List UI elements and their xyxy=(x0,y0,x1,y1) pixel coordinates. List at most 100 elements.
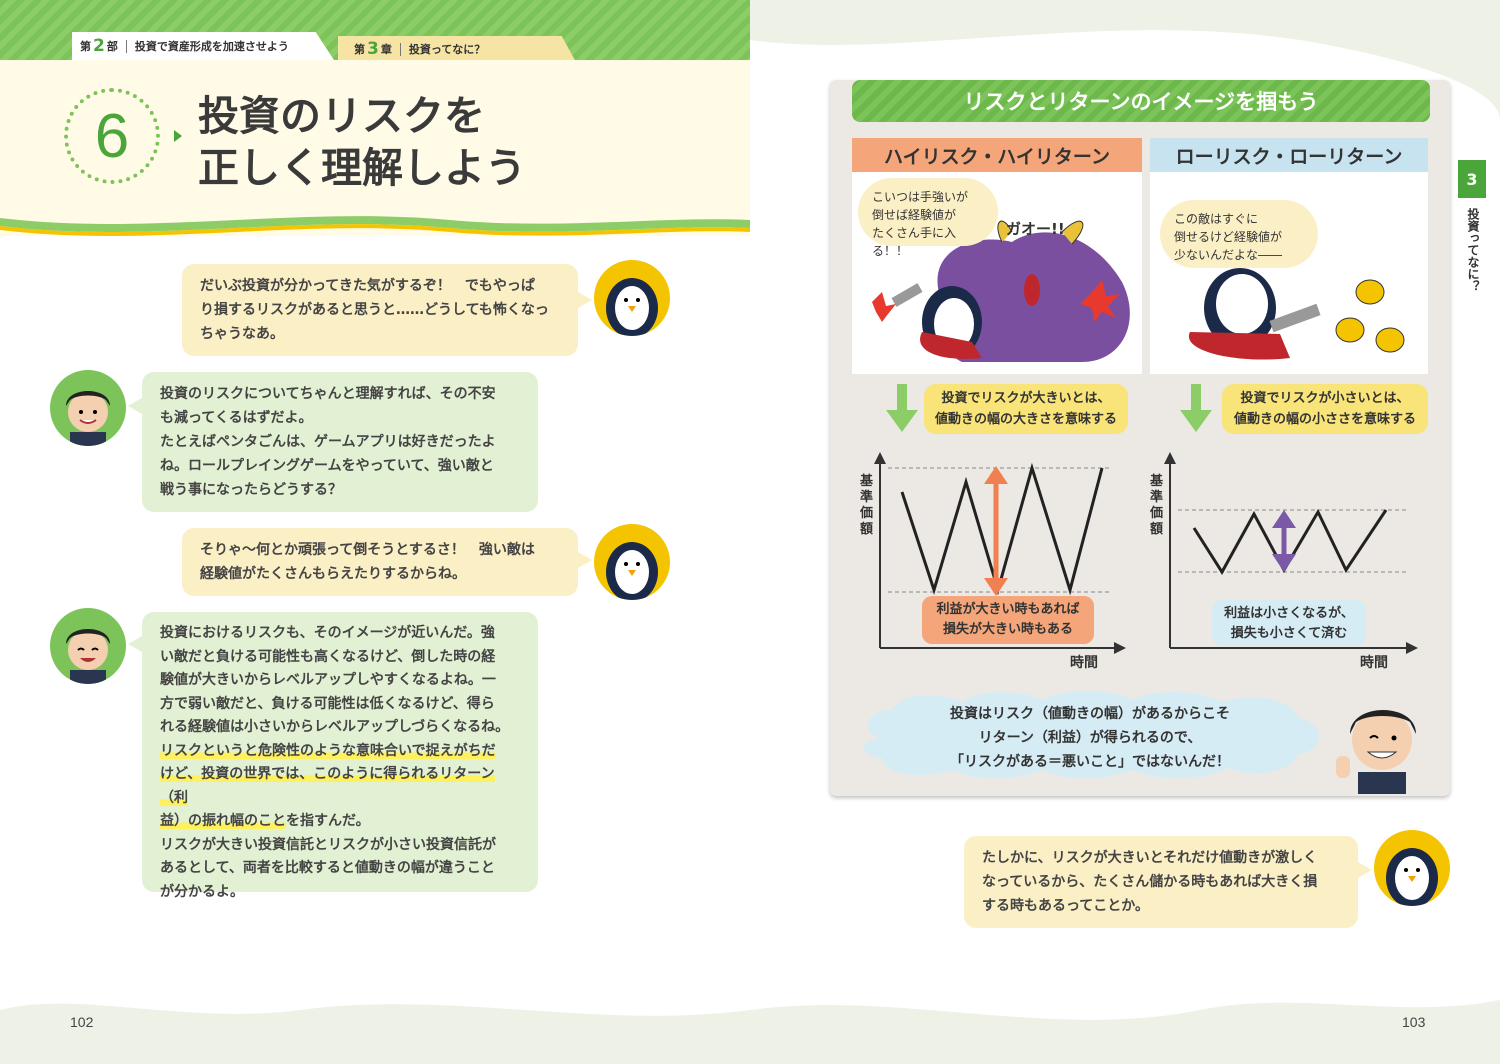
dialogue-line: そりゃ〜何とか頑張って倒そうとするさ！ 強い敵は xyxy=(200,542,535,558)
page-number-left: 102 xyxy=(70,1014,94,1030)
dialogue-line: なっているから、たくさん儲かる時もあれば大きく損 xyxy=(982,874,1318,890)
conclusion-line: 「リスクがある＝悪いこと」ではないんだ！ xyxy=(950,754,1230,770)
conclusion-line: リターン（利益）が得られるので、 xyxy=(978,730,1202,746)
dialogue-line: する時もあるってことか。 xyxy=(982,898,1150,914)
high-risk-chart xyxy=(874,452,1126,654)
speech-line: こいつは手強いが xyxy=(872,190,969,204)
chapter-side-tab: 3 xyxy=(1458,160,1486,198)
part-number: 2 xyxy=(93,36,105,56)
dialogue-bubble-1: だいぶ投資が分かってきた気がするぞ！ でもやっぱ り損するリスクがあると思うと…… xyxy=(182,264,578,356)
part-prefix: 第 xyxy=(80,40,91,53)
title-wave xyxy=(0,216,750,236)
bubble-tail xyxy=(1358,862,1372,878)
chapter-tab: 第 3 章 投資ってなに？ xyxy=(338,36,576,62)
bubble-tail xyxy=(128,636,142,652)
title-line-1: 投資のリスクを xyxy=(198,92,485,140)
chapter-number: 3 xyxy=(367,39,379,59)
bubble-tail xyxy=(578,552,592,568)
conclusion-cloud xyxy=(864,691,1319,779)
dialogue-line: れる経験値は小さいからレベルアップしづらくなるね。 xyxy=(160,719,510,735)
dialogue-line: だいぶ投資が分かってきた気がするぞ！ でもやっぱ xyxy=(200,278,535,294)
dialogue-line: が分かるよ。 xyxy=(160,883,244,900)
speech-line: 少ないんだよな―― xyxy=(1174,248,1283,262)
dialogue-bubble-2: 投資のリスクについてちゃんと理解すれば、その不安 も減ってくるはずだよ。 たとえ… xyxy=(142,372,538,512)
dialogue-line: ちゃうなあ。 xyxy=(200,326,284,342)
dialogue-bubble-5: たしかに、リスクが大きいとそれだけ値動きが激しく なっているから、たくさん儲かる… xyxy=(964,836,1358,928)
dialogue-line: 方で弱い敵だと、負ける可能性は低くなるけど、得ら xyxy=(160,695,495,712)
high-y-axis-label: 基準価額 xyxy=(860,474,874,537)
chapter-title: 投資ってなに？ xyxy=(408,43,486,56)
high-risk-heading: ハイリスク・ハイリターン xyxy=(852,138,1142,172)
penguin-knight-illustration xyxy=(1188,268,1405,360)
conclusion-line: 投資はリスク（値動きの幅）があるからこそ xyxy=(950,706,1230,722)
penguin-avatar xyxy=(594,524,670,600)
dialogue-bubble-4: 投資におけるリスクも、そのイメージが近いんだ。強 い敵だと負ける可能性も高くなる… xyxy=(142,612,538,900)
dialogue-text: を指すんだ。 xyxy=(286,813,370,829)
dialogue-bubble-3: そりゃ〜何とか頑張って倒そうとするさ！ 強い敵は 経験値がたくさんもらえたりする… xyxy=(182,528,578,596)
dialogue-line: あるとして、両者を比較すると値動きの幅が違うこと xyxy=(160,860,495,876)
dialogue-line: たとえばペンタごんは、ゲームアプリは好きだったよ xyxy=(160,434,496,450)
speech-line: 倒せば経験値が xyxy=(872,208,957,222)
dialogue-line: 戦う事になったらどうする？ xyxy=(160,482,342,498)
note-line: 値動きの幅の大きさを意味する xyxy=(934,412,1117,427)
penguin-avatar xyxy=(1374,830,1450,906)
page-number-right: 103 xyxy=(1402,1014,1426,1030)
chart-note-line: 損失も小さくて済む xyxy=(1230,626,1348,641)
monster-cry: ガオー!! xyxy=(1006,220,1065,238)
dialogue-line: り損するリスクがあると思うと……どうしても怖くなっ xyxy=(200,302,549,318)
dialogue-line: ね。ロールプレイングゲームをやっていて、強い敵と xyxy=(160,458,494,474)
note-line: 投資でリスクが小さいとは、 xyxy=(1240,391,1410,406)
low-risk-chart-note: 利益は小さくなるが、 損失も小さくて済む xyxy=(1212,600,1366,646)
divider xyxy=(399,42,401,56)
dialogue-line: リスクが大きい投資信託とリスクが小さい投資信託が xyxy=(160,836,496,853)
down-arrow-icon xyxy=(886,384,918,432)
bubble-tail xyxy=(128,398,142,414)
highlighted-text: けど、投資の世界では、このように得られるリターン（利 xyxy=(160,766,495,806)
high-risk-note: 投資でリスクが大きいとは、 値動きの幅の大きさを意味する xyxy=(924,384,1128,434)
low-x-axis-label: 時間 xyxy=(1360,655,1388,671)
note-line: 投資でリスクが大きいとは、 xyxy=(941,391,1111,406)
section-number: 6 xyxy=(64,88,160,184)
panel-title: リスクとリターンのイメージを掴もう xyxy=(852,80,1430,122)
bubble-tail xyxy=(578,292,592,308)
conclusion-text: 投資はリスク（値動きの幅）があるからこそ リターン（利益）が得られるので、 「リ… xyxy=(890,702,1290,774)
down-arrow-icon xyxy=(1180,384,1212,432)
low-risk-note: 投資でリスクが小さいとは、 値動きの幅の小ささを意味する xyxy=(1222,384,1428,434)
highlighted-text: リスクというと危険性のような意味合いで捉えがちだ xyxy=(160,742,496,759)
man-pointing-illustration xyxy=(1336,710,1416,794)
high-risk-chart-note: 利益が大きい時もあれば 損失が大きい時もある xyxy=(922,596,1094,644)
man-avatar xyxy=(50,608,126,684)
dialogue-line: い敵だと負ける可能性も高くなるけど、倒した時の経 xyxy=(160,648,496,665)
chapter-side-text: 投資ってなに？ xyxy=(1466,208,1480,292)
chart-note-line: 損失が大きい時もある xyxy=(942,622,1073,637)
low-risk-chart xyxy=(1164,452,1418,654)
part-suffix: 部 xyxy=(106,40,118,53)
penguin-avatar xyxy=(594,260,670,336)
high-x-axis-label: 時間 xyxy=(1070,655,1098,671)
divider xyxy=(125,39,127,53)
dialogue-line: 経験値がたくさんもらえたりするからね。 xyxy=(200,566,466,582)
speech-line: この敵はすぐに xyxy=(1174,212,1259,226)
dialogue-line: 投資のリスクについてちゃんと理解すれば、その不安 xyxy=(160,386,496,402)
dialogue-line: も減ってくるはずだよ。 xyxy=(160,410,313,426)
highlighted-text: 益）の振れ幅のこと xyxy=(160,813,286,829)
monster-battle-illustration xyxy=(872,220,1130,362)
dialogue-line: たしかに、リスクが大きいとそれだけ値動きが激しく xyxy=(982,850,1318,866)
low-risk-heading: ローリスク・ローリターン xyxy=(1150,138,1428,172)
chart-note-line: 利益が大きい時もあれば xyxy=(936,602,1080,617)
note-line: 値動きの幅の小ささを意味する xyxy=(1233,412,1416,427)
chart-note-line: 利益は小さくなるが、 xyxy=(1224,606,1354,621)
low-risk-speech: この敵はすぐに 倒せるけど経験値が 少ないんだよな―― xyxy=(1160,200,1318,268)
speech-line: 倒せるけど経験値が xyxy=(1174,230,1283,244)
low-y-axis-label: 基準価額 xyxy=(1150,474,1164,537)
title-line-2: 正しく理解しよう xyxy=(198,144,526,192)
page-title: 投資のリスクを 正しく理解しよう xyxy=(198,90,526,194)
part-title: 投資で資産形成を加速させよう xyxy=(134,40,289,53)
chapter-suffix: 章 xyxy=(380,43,392,56)
chapter-prefix: 第 xyxy=(354,43,365,56)
part-tab: 第 2 部 投資で資産形成を加速させよう xyxy=(72,32,334,60)
man-avatar xyxy=(50,370,126,446)
dialogue-line: 験値が大きいからレベルアップしやすくなるよね。一 xyxy=(160,672,496,688)
high-risk-speech: こいつは手強いが 倒せば経験値が たくさん手に入る！！ xyxy=(858,178,998,258)
title-pointer-icon xyxy=(174,130,182,142)
